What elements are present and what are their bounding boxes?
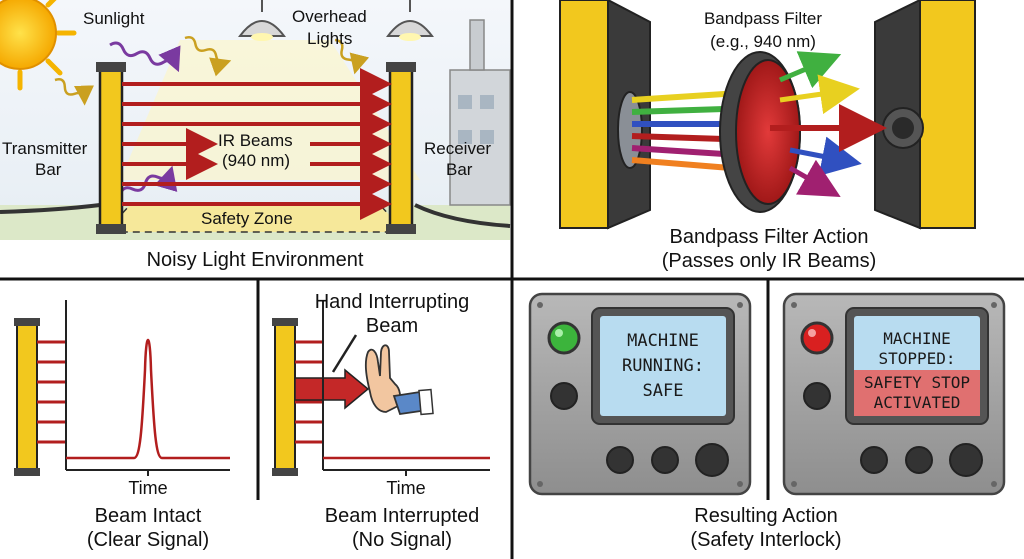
green-status-light: [547, 321, 581, 355]
control-button[interactable]: [695, 443, 729, 477]
control-button[interactable]: [606, 446, 634, 474]
hand-label: Beam: [366, 315, 418, 337]
control-knob[interactable]: [550, 382, 578, 410]
screen-text: MACHINE: [627, 331, 699, 351]
panel-caption: (No Signal): [352, 529, 452, 551]
control-knob[interactable]: [803, 382, 831, 410]
panel-caption: (Passes only IR Beams): [662, 250, 877, 272]
panel-caption: (Clear Signal): [87, 529, 209, 551]
panel-caption: Beam Intact: [95, 505, 202, 527]
transmitter-bar: [272, 318, 298, 476]
panel-caption: Noisy Light Environment: [147, 249, 364, 271]
safety-zone: [103, 204, 407, 233]
filter-label: Bandpass Filter: [704, 9, 822, 28]
hand-label: Hand Interrupting: [315, 291, 470, 313]
panel-caption: Beam Interrupted: [325, 505, 480, 527]
panel-environment: Sunlight Overhead Lights Transmitter Bar…: [0, 0, 511, 278]
red-status-light: [800, 321, 834, 355]
alarm-highlight: [854, 370, 980, 416]
receiver-label: Bar: [446, 160, 473, 179]
panel-caption: Resulting Action: [694, 505, 837, 527]
panel-action: MACHINE RUNNING: SAFE MACHINE STOPPED: S…: [528, 292, 1006, 551]
time-axis-label: Time: [128, 478, 167, 498]
signal-pulse-line: [66, 338, 230, 460]
sunlight-label: Sunlight: [83, 9, 145, 28]
filter-label: (e.g., 940 nm): [710, 32, 816, 51]
factory-building: [449, 19, 511, 206]
zone-label: Safety Zone: [201, 209, 293, 228]
transmitter-bar: [96, 62, 126, 234]
control-button[interactable]: [860, 446, 888, 474]
beams-label: (940 nm): [222, 151, 290, 170]
transmitter-bar: [14, 318, 40, 476]
control-button[interactable]: [949, 443, 983, 477]
panel-intact: Time Beam Intact (Clear Signal): [14, 300, 230, 551]
time-axis-label: Time: [386, 478, 425, 498]
transmitter-label: Bar: [35, 160, 62, 179]
transmitter-label: Transmitter: [2, 139, 88, 158]
blocked-beam-arrow: [294, 368, 370, 410]
status-screen: [600, 316, 726, 416]
screen-text: SAFETY STOP: [864, 373, 970, 392]
receiver-bar: [386, 62, 416, 234]
overhead-label: Lights: [307, 29, 352, 48]
control-button[interactable]: [651, 446, 679, 474]
screen-text: MACHINE: [883, 329, 950, 348]
screen-text: SAFE: [643, 381, 684, 401]
control-button[interactable]: [905, 446, 933, 474]
bandpass-filter-disk: [719, 51, 801, 213]
panel-filter: Bandpass Filter (e.g., 940 nm) Bandpass …: [514, 0, 1024, 278]
screen-text: ACTIVATED: [874, 393, 961, 412]
receiver-label: Receiver: [424, 139, 491, 158]
beams-label: IR Beams: [218, 131, 293, 150]
ir-beams: [122, 68, 392, 220]
control-panel-stopped: MACHINE STOPPED: SAFETY STOP ACTIVATED: [782, 292, 1006, 496]
screen-text: STOPPED:: [878, 349, 955, 368]
overhead-lamp-icon: [238, 0, 286, 41]
panel-interrupted: Hand Interrupting Beam Time Beam Interru…: [272, 291, 490, 551]
overhead-label: Overhead: [292, 7, 367, 26]
sun-icon: [0, 0, 77, 91]
control-panel-running: MACHINE RUNNING: SAFE: [528, 292, 752, 496]
screen-text: RUNNING:: [622, 356, 704, 376]
hand-icon: [364, 344, 434, 416]
overhead-lamp-icon: [386, 0, 434, 41]
panel-caption: Bandpass Filter Action: [670, 226, 869, 248]
panel-caption: (Safety Interlock): [690, 529, 841, 551]
